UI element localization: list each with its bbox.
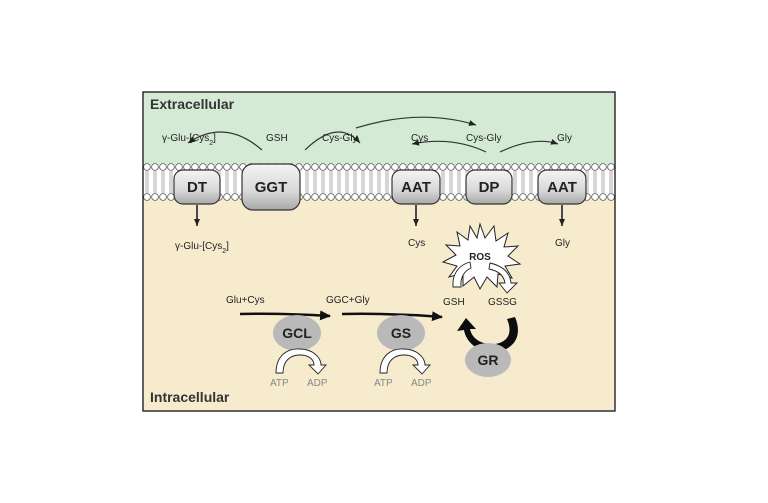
atp-1: ATP xyxy=(270,378,289,389)
extra-gly: Gly xyxy=(557,133,572,144)
atp-2: ATP xyxy=(374,378,393,389)
adp-2: ADP xyxy=(411,378,432,389)
extra-gsh: GSH xyxy=(266,133,288,144)
adp-1: ADP xyxy=(307,378,328,389)
transporter-dp: DP xyxy=(465,169,513,205)
extra-cys-gly-2: Cys-Gly xyxy=(466,133,502,144)
svg-text:AAT: AAT xyxy=(547,179,577,196)
hollow-arrow-gsh-ros xyxy=(452,261,472,288)
svg-text:GCL: GCL xyxy=(282,325,312,341)
arrow-dp-to-gly xyxy=(499,138,559,153)
arrow-cysgly-across xyxy=(355,116,477,129)
arrow-gs-reaction xyxy=(341,311,443,322)
transporter-aat-2: AAT xyxy=(537,169,587,205)
enzyme-gr: GR xyxy=(465,343,511,377)
glu-cys: Glu+Cys xyxy=(226,295,265,306)
svg-text:DP: DP xyxy=(479,179,500,196)
arrow-gsh-to-gglu xyxy=(187,131,263,151)
extracellular-label: Extracellular xyxy=(150,96,235,112)
arrow-dp-to-cys xyxy=(411,139,487,153)
svg-text:GR: GR xyxy=(478,352,499,368)
extra-gglu-cys2: γ-Glu-[Cys2] xyxy=(162,133,216,147)
enzyme-gcl: GCL xyxy=(273,315,321,351)
diagram-frame xyxy=(142,91,616,412)
gr-cycle-arrow xyxy=(457,317,518,353)
svg-text:AAT: AAT xyxy=(401,179,431,196)
gsh-intra: GSH xyxy=(443,297,465,308)
atp-adp-arc-2 xyxy=(379,348,432,375)
atp-adp-arc-1 xyxy=(275,348,328,375)
ggc-gly: GGC+Gly xyxy=(326,295,370,306)
extra-cys-gly-1: Cys-Gly xyxy=(322,133,358,144)
extracellular-region xyxy=(143,92,615,165)
intra-gly: Gly xyxy=(555,238,570,249)
enzyme-gs: GS xyxy=(377,315,425,351)
svg-text:ROS: ROS xyxy=(469,252,491,263)
hollow-arrow-ros-gssg xyxy=(488,262,519,294)
intracellular-region xyxy=(143,199,615,411)
svg-text:GS: GS xyxy=(391,325,411,341)
svg-text:DT: DT xyxy=(187,179,207,196)
transporter-dt: DT xyxy=(173,169,221,205)
intra-gglu-cys2: γ-Glu-[Cys2] xyxy=(175,241,229,255)
arrow-gsh-to-cysgly xyxy=(304,131,361,151)
intracellular-label: Intracellular xyxy=(150,389,230,405)
extra-cys: Cys xyxy=(411,133,428,144)
transporter-aat-1: AAT xyxy=(391,169,441,205)
transporter-ggt: GGT xyxy=(241,163,301,211)
intra-cys: Cys xyxy=(408,238,425,249)
membrane-bilayer xyxy=(143,163,615,201)
arrow-gcl-reaction xyxy=(239,310,331,321)
svg-text:GGT: GGT xyxy=(255,179,288,196)
gssg: GSSG xyxy=(488,297,517,308)
